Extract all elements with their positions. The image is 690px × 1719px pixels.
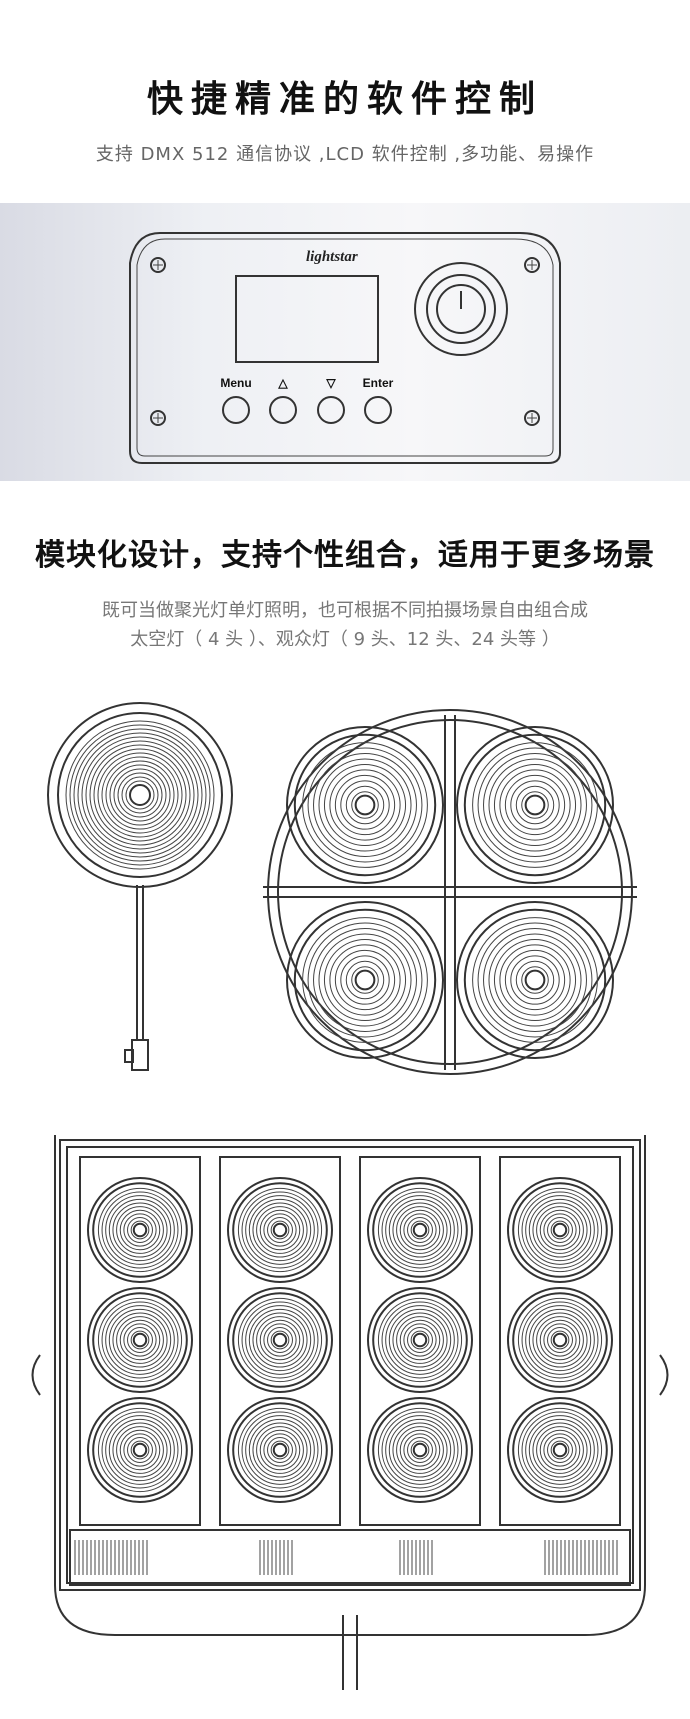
fresnel-lamp-head bbox=[456, 901, 614, 1059]
svg-text:▽: ▽ bbox=[325, 376, 336, 390]
fresnel-lamp-head bbox=[227, 1287, 333, 1393]
screw-icon bbox=[150, 257, 540, 426]
fresnel-lamp-head bbox=[367, 1287, 473, 1393]
svg-text:Enter: Enter bbox=[363, 376, 394, 390]
section1-subtitle: 支持 DMX 512 通信协议 ,LCD 软件控制 ,多功能、易操作 bbox=[95, 144, 595, 165]
single-spotlight-drawing bbox=[47, 702, 233, 1071]
fresnel-lamp-head bbox=[507, 1287, 613, 1393]
fresnel-lamp-head bbox=[227, 1177, 333, 1283]
control-panel-drawing: lightstar Menu △ ▽ Enter bbox=[129, 232, 561, 464]
down-button[interactable]: ▽ bbox=[317, 376, 345, 424]
control-panel-band bbox=[0, 203, 690, 481]
svg-text:△: △ bbox=[277, 376, 288, 390]
menu-button[interactable]: Menu bbox=[220, 376, 252, 424]
audience-light-drawing bbox=[31, 1135, 669, 1690]
lcd-screen bbox=[235, 275, 379, 363]
fresnel-lamp-head bbox=[367, 1177, 473, 1283]
up-button[interactable]: △ bbox=[269, 376, 297, 424]
fresnel-lamp-head bbox=[87, 1397, 193, 1503]
fresnel-lamp-head bbox=[507, 1397, 613, 1503]
space-light-drawing bbox=[263, 709, 637, 1075]
section2-subtitle-line1: 既可当做聚光灯单灯照明，也可根据不同拍摄场景自由组合成 bbox=[102, 600, 588, 621]
section2-subtitle-line2: 太空灯（ 4 头 ）、观众灯（ 9 头、12 头、24 头等 ） bbox=[130, 629, 560, 650]
rotary-knob[interactable] bbox=[414, 262, 508, 356]
fresnel-lamp-head bbox=[227, 1397, 333, 1503]
section1-title: 快捷精准的软件控制 bbox=[146, 79, 543, 120]
brand-logo: lightstar bbox=[306, 249, 358, 265]
svg-text:Menu: Menu bbox=[220, 376, 251, 390]
fresnel-lamp-head bbox=[367, 1397, 473, 1503]
section2-title: 模块化设计，支持个性组合，适用于更多场景 bbox=[35, 538, 655, 573]
fresnel-lamp-head bbox=[286, 901, 444, 1059]
fresnel-lamp-head bbox=[286, 726, 444, 884]
fresnel-lamp-head bbox=[87, 1177, 193, 1283]
fresnel-lamp-head bbox=[507, 1177, 613, 1283]
enter-button[interactable]: Enter bbox=[363, 376, 394, 424]
fresnel-lamp-head bbox=[456, 726, 614, 884]
fresnel-lamp-head bbox=[87, 1287, 193, 1393]
